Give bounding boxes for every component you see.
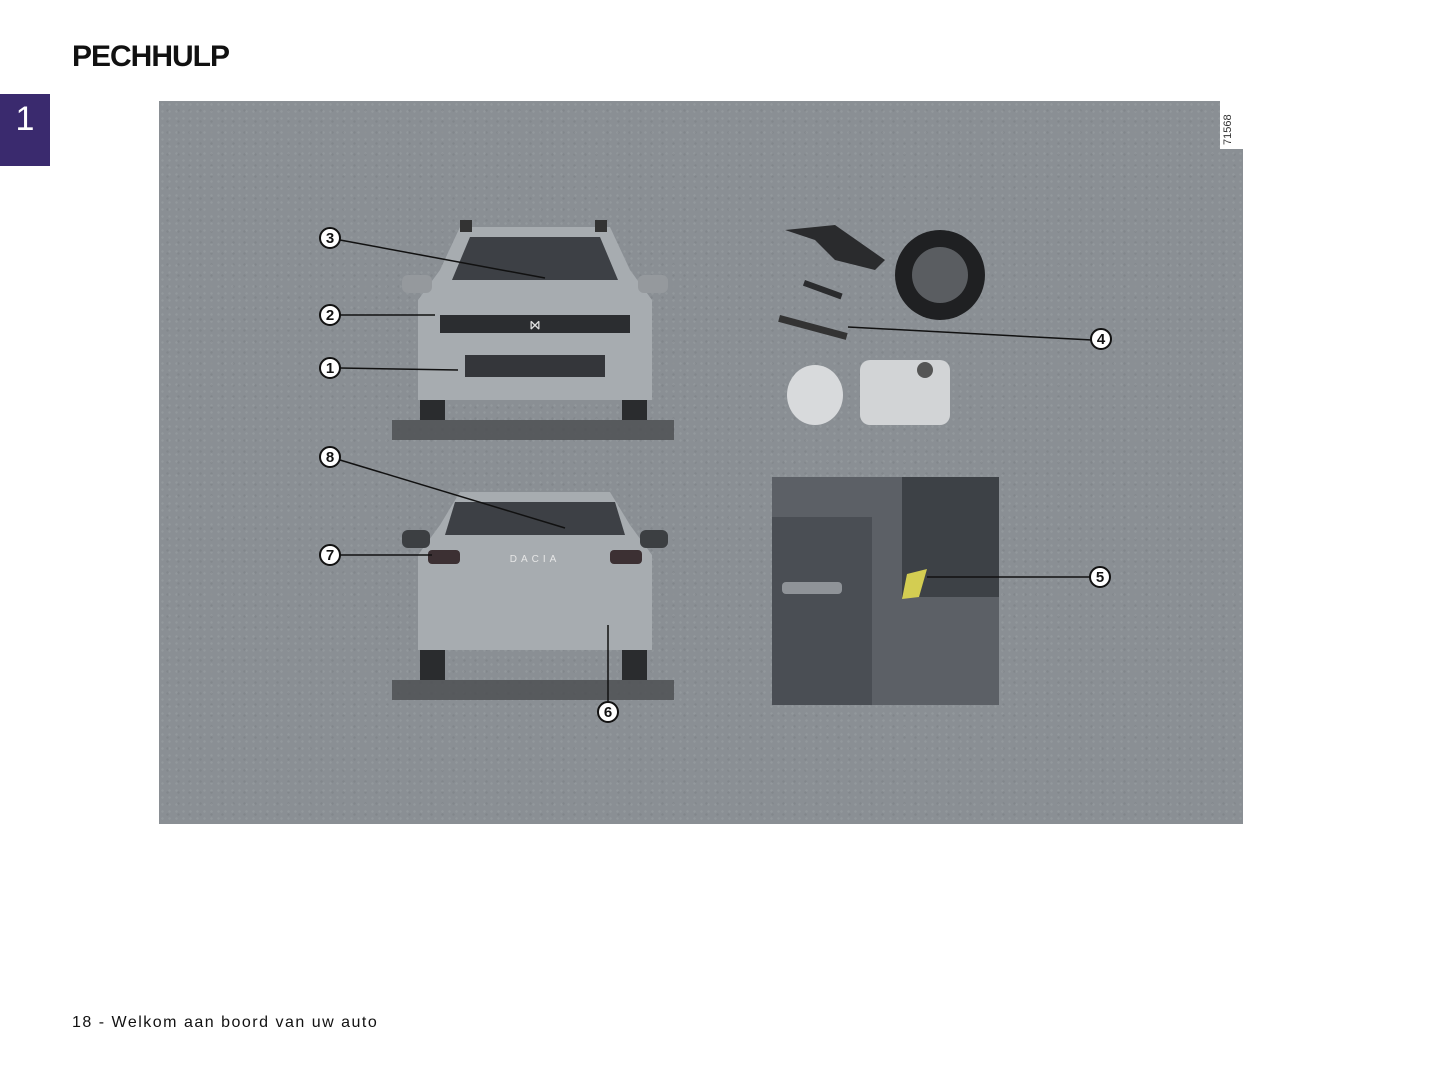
- rear-badge: DACIA: [510, 554, 561, 565]
- svg-text:⨝: ⨝: [530, 318, 540, 332]
- rear-car-image: DACIA: [392, 492, 674, 700]
- callout-2: 2: [319, 304, 341, 326]
- page-title: PECHHULP: [72, 40, 230, 73]
- chapter-tab: 1: [0, 94, 50, 166]
- callout-8: 8: [319, 446, 341, 468]
- page-footer: 18 - Welkom aan boord van uw auto: [72, 1014, 379, 1031]
- callout-7: 7: [319, 544, 341, 566]
- fuse-box-interior-image: [772, 477, 999, 705]
- callout-3: 3: [319, 227, 341, 249]
- front-car-image: ⨝: [392, 220, 674, 440]
- figure-id-box: [1220, 101, 1243, 149]
- tool-kit-image: [778, 225, 985, 425]
- breakdown-illustration: [159, 101, 1243, 824]
- callout-1: 1: [319, 357, 341, 379]
- callout-4: 4: [1090, 328, 1112, 350]
- chapter-number: 1: [15, 100, 35, 138]
- callout-6: 6: [597, 701, 619, 723]
- callout-5: 5: [1089, 566, 1111, 588]
